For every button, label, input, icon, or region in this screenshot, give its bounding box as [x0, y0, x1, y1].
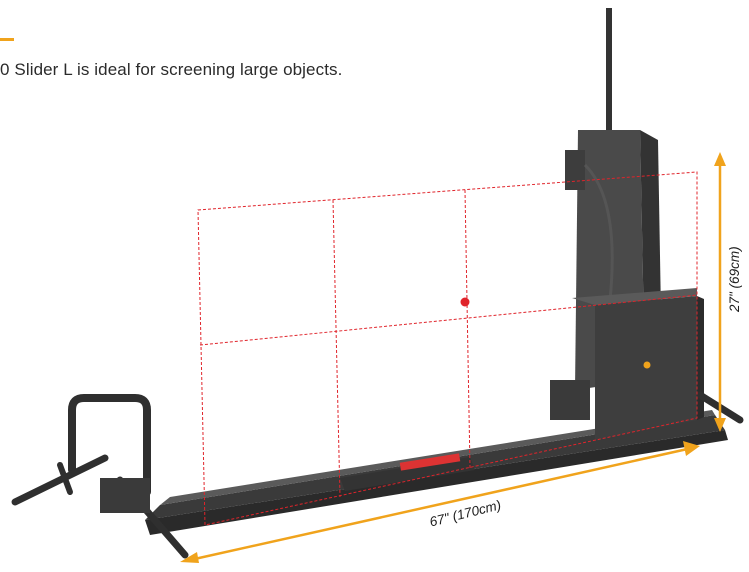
- center-dot: [460, 297, 470, 307]
- width-dimension-arrow: [180, 441, 700, 563]
- description-text: 0 Slider L is ideal for screening large …: [0, 60, 343, 79]
- scan-grid: [197, 171, 698, 526]
- height-dimension-arrow: [714, 152, 726, 432]
- left-motor-block: [100, 478, 150, 513]
- detector-plate: [572, 288, 704, 440]
- height-dimension-label: 27" (69cm): [727, 246, 742, 312]
- rail-carriage: [340, 453, 475, 491]
- accent-bar: [0, 38, 14, 41]
